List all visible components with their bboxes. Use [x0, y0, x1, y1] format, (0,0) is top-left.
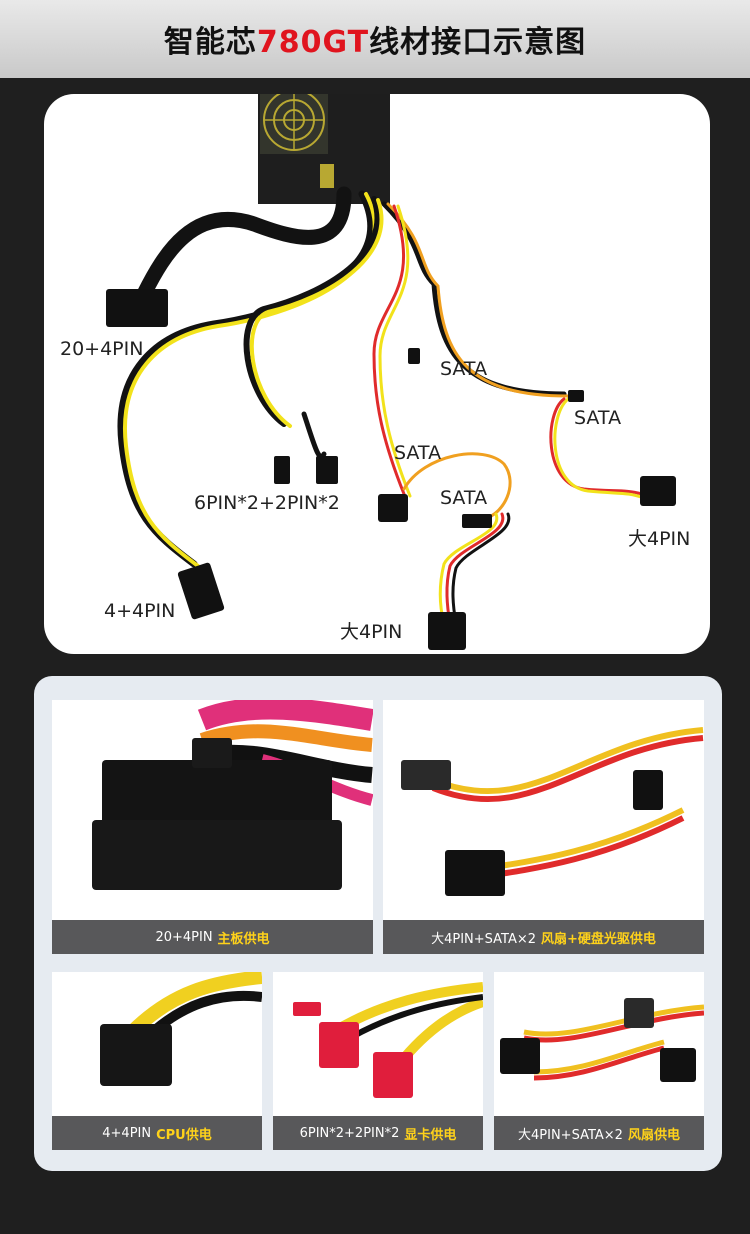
caption-atx-name: 20+4PIN: [155, 929, 213, 945]
title-suffix: 线材接口示意图: [369, 25, 587, 60]
atx-connector-image: [92, 700, 373, 890]
label-pcie: 6PIN*2+2PIN*2: [194, 492, 340, 514]
caption-molex-sata-name: 大4PIN+SATA×2: [431, 931, 537, 947]
label-molex-1: 大4PIN: [628, 528, 691, 550]
cpu-connector: [177, 562, 225, 620]
page-header: 智能芯780GT线材接口示意图: [0, 0, 750, 78]
title-prefix: 智能芯: [163, 25, 257, 60]
caption-atx-desc: 主板供电: [217, 931, 270, 947]
caption-molex-sata-desc: 风扇+硬盘光驱供电: [541, 931, 656, 947]
caption-molex-sata-2-name: 大4PIN+SATA×2: [518, 1127, 623, 1143]
label-sata-3: SATA: [394, 442, 442, 464]
caption-pcie-name: 6PIN*2+2PIN*2: [299, 1125, 400, 1141]
molex-sata-cable-image: [401, 727, 704, 896]
cpu-connector-image: [100, 972, 262, 1086]
label-sata-4: SATA: [440, 487, 488, 509]
label-atx: 20+4PIN: [60, 338, 144, 360]
caption-cpu-name: 4+4PIN: [102, 1125, 152, 1141]
label-molex-2: 大4PIN: [340, 621, 403, 643]
atx-connector: [106, 289, 168, 327]
page-title: 智能芯780GT线材接口示意图: [164, 17, 586, 61]
psu-unit-image: [258, 94, 390, 204]
title-highlight: 780GT: [256, 25, 370, 60]
caption-pcie-desc: 显卡供电: [404, 1127, 457, 1143]
label-cpu: 4+4PIN: [104, 600, 176, 622]
cable-diagram-panel: 20+4PIN 4+4PIN 6PIN*2+2PIN*2 SATA SATA S…: [44, 94, 710, 654]
label-sata-1: SATA: [440, 358, 488, 380]
label-sata-2: SATA: [574, 407, 622, 429]
caption-cpu-desc: CPU供电: [156, 1127, 212, 1143]
pcie-connector-image: [293, 982, 483, 1098]
molex-sata-fan-image: [500, 998, 704, 1082]
cable-diagram-illustration: [106, 94, 676, 650]
caption-molex-sata-2-desc: 风扇供电: [627, 1127, 680, 1143]
